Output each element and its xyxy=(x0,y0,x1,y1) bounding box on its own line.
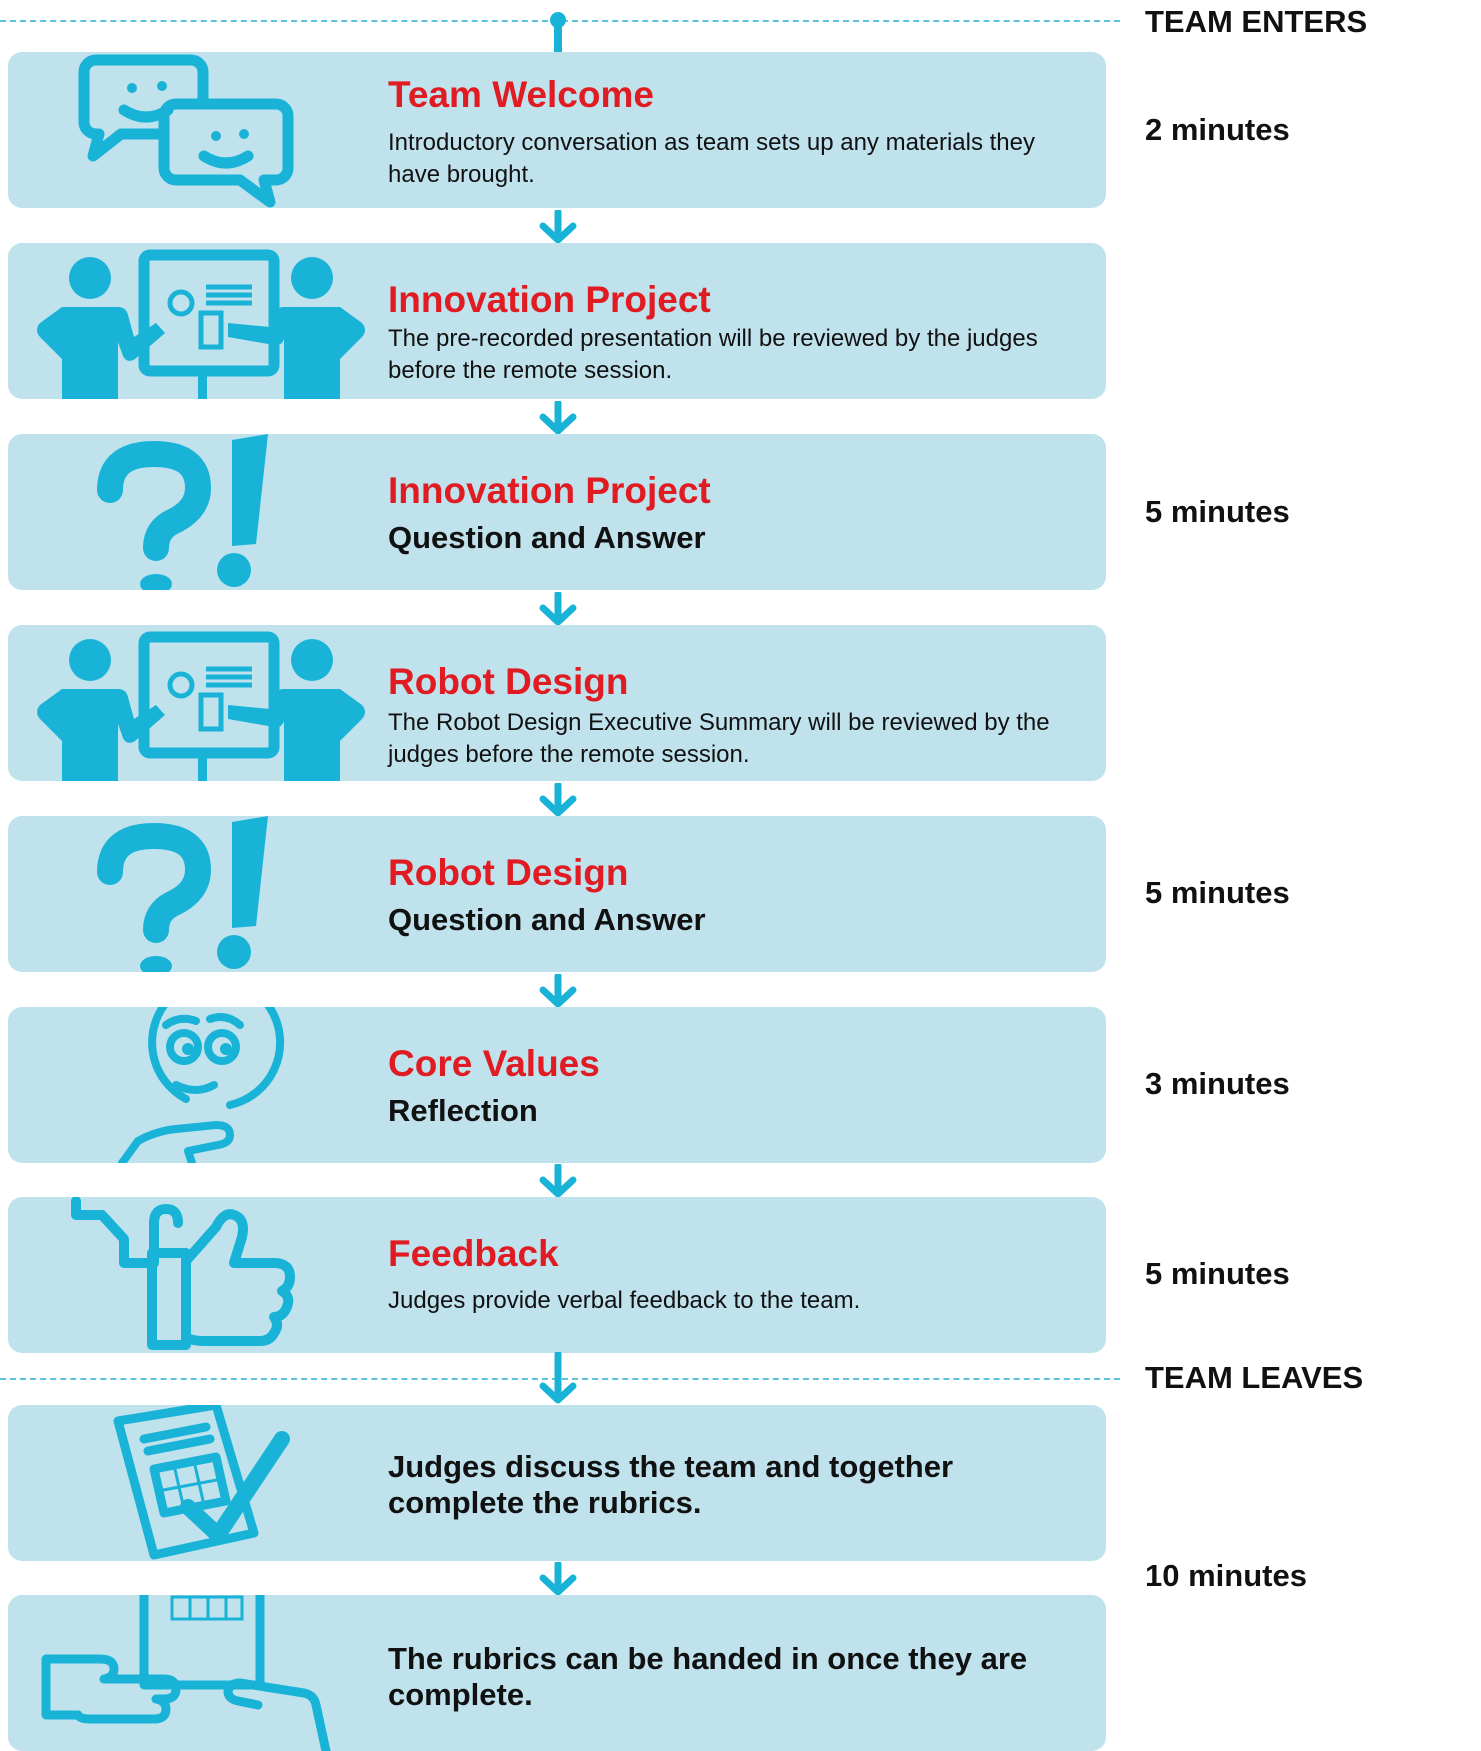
flow-arrow-icon xyxy=(539,974,577,1008)
step-text: Judges discuss the team and together com… xyxy=(388,1449,954,1520)
step-subtitle: Reflection xyxy=(388,1093,538,1128)
step-card-robot-design: Robot Design The Robot Design Executive … xyxy=(8,625,1106,781)
presentation-icon xyxy=(37,631,365,781)
step-card-team-welcome: Team Welcome Introductory conversation a… xyxy=(8,52,1106,208)
step-card-innovation-project: Innovation Project The pre-recorded pres… xyxy=(8,243,1106,399)
step-description: The pre-recorded presentation will be re… xyxy=(388,325,1038,384)
question-exclamation-icon xyxy=(97,816,268,972)
step-duration: 5 minutes xyxy=(1145,1256,1290,1291)
step-card-rubrics-handed-in: The rubrics can be handed in once they a… xyxy=(8,1595,1106,1751)
flow-arrow-icon xyxy=(539,210,577,244)
step-title: Team Welcome xyxy=(388,74,654,115)
clipboard-check-icon xyxy=(113,1405,290,1560)
flow-arrow-icon xyxy=(539,1562,577,1596)
step-card-feedback: Feedback Judges provide verbal feedback … xyxy=(8,1197,1106,1353)
thinking-face-icon xyxy=(118,1007,285,1163)
step-text: The rubrics can be handed in once they a… xyxy=(388,1641,1028,1712)
step-description: Judges provide verbal feedback to the te… xyxy=(388,1287,861,1314)
step-title: Robot Design xyxy=(388,852,629,893)
step-description: Introductory conversation as team sets u… xyxy=(388,129,1035,188)
flow-arrow-icon xyxy=(539,1164,577,1198)
step-subtitle: Question and Answer xyxy=(388,902,706,937)
step-title: Core Values xyxy=(388,1043,600,1084)
flow-arrow-icon xyxy=(539,783,577,817)
question-exclamation-icon xyxy=(97,434,268,590)
step-duration: 3 minutes xyxy=(1145,1066,1290,1101)
presentation-icon xyxy=(37,249,365,399)
hands-rubric-icon xyxy=(41,1595,331,1751)
step-duration: 5 minutes xyxy=(1145,494,1290,529)
step-title: Innovation Project xyxy=(388,470,711,511)
final-duration: 10 minutes xyxy=(1145,1558,1307,1593)
step-title: Innovation Project xyxy=(388,279,711,320)
team-enters-label: TEAM ENTERS xyxy=(1145,4,1368,39)
flow-arrow-icon xyxy=(539,1352,577,1404)
start-dot-icon xyxy=(550,12,566,54)
step-title: Feedback xyxy=(388,1233,559,1274)
step-duration: 2 minutes xyxy=(1145,112,1290,147)
step-title: Robot Design xyxy=(388,661,629,702)
flow-arrow-icon xyxy=(539,592,577,626)
step-description: The Robot Design Executive Summary will … xyxy=(388,709,1050,768)
step-subtitle: Question and Answer xyxy=(388,520,706,555)
step-duration: 5 minutes xyxy=(1145,875,1290,910)
step-card-robot-design-qa: Robot Design Question and Answer xyxy=(8,816,1106,972)
team-leaves-label: TEAM LEAVES xyxy=(1145,1360,1364,1395)
step-card-core-values: Core Values Reflection xyxy=(8,1007,1106,1163)
thumbs-up-icon xyxy=(71,1197,295,1350)
flow-arrow-icon xyxy=(539,401,577,435)
step-card-innovation-qa: Innovation Project Question and Answer xyxy=(8,434,1106,590)
step-card-judges-discuss: Judges discuss the team and together com… xyxy=(8,1405,1106,1561)
chat-bubbles-icon xyxy=(78,54,294,208)
